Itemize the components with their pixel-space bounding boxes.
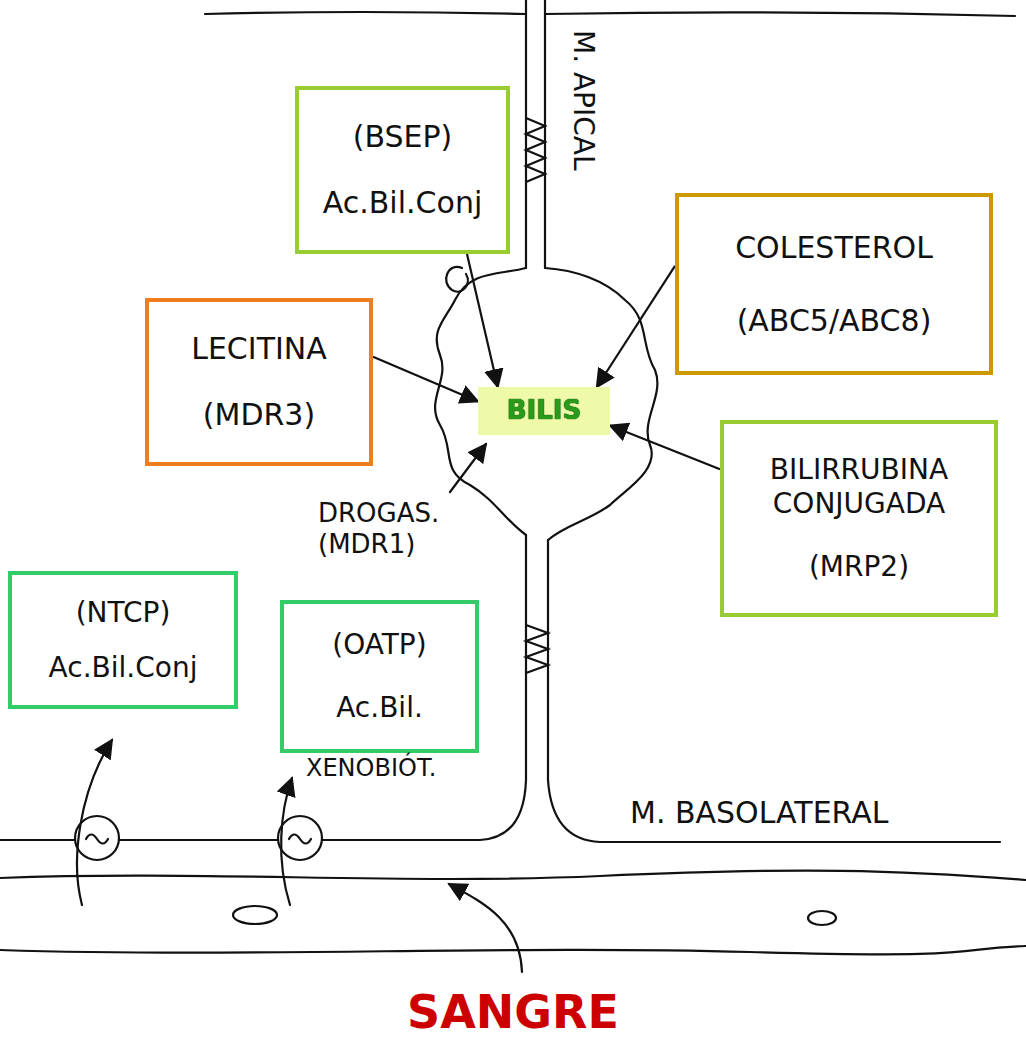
transporter-symbol	[278, 816, 322, 860]
canaliculus-loop	[446, 267, 468, 292]
node-title: (OATP)	[332, 628, 426, 662]
node-title: BILIRRUBINA CONJUGADA	[736, 453, 982, 520]
blood-cell	[233, 906, 277, 924]
transport-arrow	[467, 254, 498, 387]
transporter-box: (OATP) Ac.Bil.	[280, 600, 479, 753]
substrate-label: XENOBIÓT.	[306, 754, 436, 783]
cell-membrane	[548, 540, 1000, 842]
transport-arrow	[597, 266, 675, 387]
transporter-box: COLESTEROL (ABC5/ABC8)	[675, 193, 993, 375]
node-subtitle: Ac.Bil.Conj	[323, 185, 482, 221]
region-title: SANGRE	[0, 985, 1026, 1040]
bile-box: BILIS	[478, 387, 610, 435]
cell-membrane	[0, 535, 526, 840]
node-subtitle: Ac.Bil.	[336, 691, 423, 725]
cell-membrane	[205, 12, 526, 14]
node-subtitle: (MRP2)	[736, 550, 982, 584]
transporter-box: BILIRRUBINA CONJUGADA (MRP2)	[720, 420, 998, 617]
transporter-symbol	[86, 835, 108, 844]
blood-vessel-wall	[0, 871, 1026, 880]
cell-membrane	[545, 12, 1015, 16]
blood-flow-arrow	[449, 884, 522, 972]
tight-junction	[526, 118, 545, 182]
membrane-label: M. BASOLATERAL	[630, 795, 888, 831]
membrane-label: M. APICAL	[566, 30, 600, 171]
transporter-box: (BSEP) Ac.Bil.Conj	[295, 86, 510, 254]
uptake-arrow	[77, 740, 112, 905]
tight-junction	[526, 625, 548, 673]
transporter-box: (NTCP) Ac.Bil.Conj	[8, 571, 238, 709]
cell-membrane	[544, 0, 546, 268]
transport-arrow	[610, 425, 720, 469]
transport-arrow	[373, 357, 478, 402]
transporter-box: LECITINA (MDR3)	[145, 298, 373, 466]
transporter-label: DROGAS. (MDR1)	[318, 498, 463, 560]
node-subtitle: Ac.Bil.Conj	[49, 651, 198, 685]
node-title: (NTCP)	[76, 596, 171, 630]
node-subtitle: (MDR3)	[203, 397, 315, 433]
node-title: (BSEP)	[353, 119, 453, 155]
node-title: BILIS	[507, 395, 581, 426]
node-subtitle: (ABC5/ABC8)	[737, 303, 932, 339]
node-title: COLESTEROL	[735, 230, 933, 266]
blood-cell	[808, 911, 836, 925]
node-title: LECITINA	[191, 331, 327, 367]
uptake-arrow	[281, 778, 292, 905]
blood-vessel-wall	[0, 946, 1026, 954]
transporter-symbol	[289, 835, 311, 844]
drug-arrow	[450, 444, 486, 492]
